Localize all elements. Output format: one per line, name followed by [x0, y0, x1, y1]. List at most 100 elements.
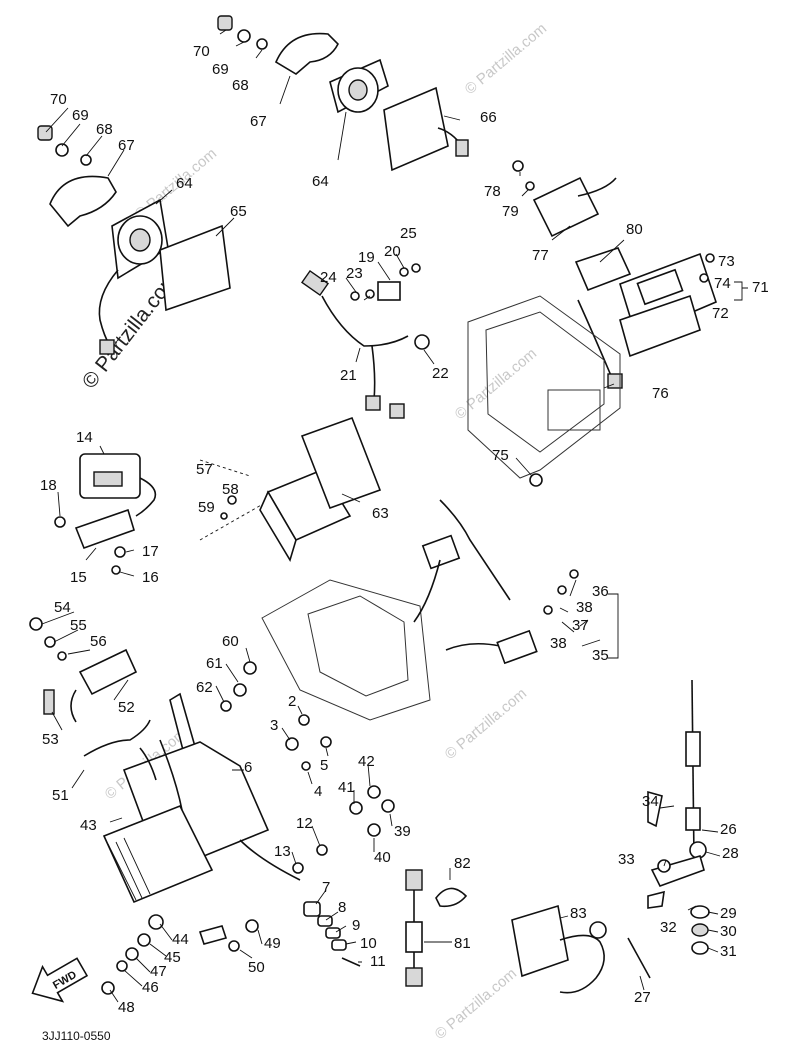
washer: [399, 267, 409, 277]
callout-55: 55: [70, 617, 87, 634]
grommet: [285, 737, 299, 751]
speaker-center: [129, 228, 151, 252]
callout-82: 82: [454, 855, 471, 872]
washer: [227, 495, 237, 505]
callout-24: 24: [320, 269, 337, 286]
clip: [198, 925, 228, 945]
callout-53: 53: [42, 731, 59, 748]
switch-unit: [377, 281, 401, 301]
callout-49: 49: [264, 935, 281, 952]
callout-64: 64: [176, 175, 193, 192]
console-shape: [467, 295, 621, 479]
antenna-mast: [691, 679, 695, 861]
speaker-cover: [274, 32, 339, 75]
callout-25: 25: [400, 225, 417, 242]
bolt: [101, 981, 115, 995]
callout-51: 51: [52, 787, 69, 804]
callout-52: 52: [118, 699, 135, 716]
callout-39: 39: [394, 823, 411, 840]
callout-6: 6: [244, 759, 252, 776]
callout-74: 74: [714, 275, 731, 292]
callout-71: 71: [752, 279, 769, 296]
washer: [228, 940, 240, 952]
callout-48: 48: [118, 999, 135, 1016]
callout-18: 18: [40, 477, 57, 494]
bolt: [111, 565, 121, 575]
speaker-cover: [49, 175, 117, 228]
relay-window: [93, 471, 123, 487]
washer: [525, 181, 535, 191]
washer: [367, 785, 381, 799]
callout-70: 70: [193, 43, 210, 60]
callout-29: 29: [720, 905, 737, 922]
nut: [217, 15, 233, 31]
callout-15: 15: [70, 569, 87, 586]
callout-41: 41: [338, 779, 355, 796]
regulator-wire: [413, 559, 441, 623]
callout-50: 50: [248, 959, 265, 976]
bracket-plate: [647, 890, 665, 909]
center-hardware: [220, 661, 395, 837]
ignitor-group: [29, 617, 151, 757]
switch-box: [496, 629, 538, 665]
speaker-center: [348, 79, 368, 101]
callout-44: 44: [172, 931, 189, 948]
fwd-arrow: FWD: [31, 957, 89, 1003]
left-speaker-group: [37, 125, 231, 355]
bolt: [512, 160, 524, 172]
bolt: [350, 291, 360, 301]
antenna-nut: [689, 841, 707, 859]
cable: [439, 499, 511, 601]
grommet: [381, 799, 395, 813]
grommet: [529, 473, 543, 487]
ecu-group: [199, 416, 382, 562]
grommet: [57, 651, 67, 661]
right-speaker-group: [217, 15, 469, 172]
grommet: [414, 334, 430, 350]
screw: [569, 569, 579, 579]
callout-70: 70: [50, 91, 67, 108]
callout-47: 47: [150, 963, 167, 980]
harness-wire: [321, 295, 409, 347]
meter-harness: [577, 299, 613, 379]
collar: [233, 683, 247, 697]
callout-80: 80: [626, 221, 643, 238]
washer: [292, 862, 304, 874]
collar: [243, 661, 257, 675]
fins: [107, 837, 151, 901]
watermark: © Partzilla.com: [462, 20, 550, 98]
callout-7: 7: [322, 879, 330, 896]
washer: [325, 927, 341, 939]
callout-34: 34: [642, 793, 659, 810]
nut: [691, 941, 709, 955]
collar: [114, 546, 126, 558]
antenna-lead: [627, 937, 651, 979]
callout-73: 73: [718, 253, 735, 270]
callout-78: 78: [484, 183, 501, 200]
box-43: [102, 804, 214, 904]
callout-72: 72: [712, 305, 729, 322]
antenna-group: [627, 679, 710, 979]
watermark: © Partzilla.com: [452, 345, 540, 423]
washer: [298, 714, 310, 726]
regulator: [421, 534, 461, 570]
cb-connector: [589, 921, 607, 939]
callout-68: 68: [232, 77, 249, 94]
frame-inner: [307, 595, 409, 697]
wire: [445, 642, 501, 651]
washer: [365, 289, 375, 299]
washer: [331, 939, 347, 951]
callout-16: 16: [142, 569, 159, 586]
drawing-code: 3JJ110-0550: [42, 1029, 111, 1043]
relay-wire: [135, 477, 157, 517]
callout-40: 40: [374, 849, 391, 866]
callout-19: 19: [358, 249, 375, 266]
callout-66: 66: [480, 109, 497, 126]
frame-plate: [261, 579, 431, 721]
washer: [557, 585, 567, 595]
connector: [455, 139, 469, 157]
callout-63: 63: [372, 505, 389, 522]
guide-line: [199, 459, 271, 541]
nut: [367, 823, 381, 837]
callout-labels: 70 69 68 67 64 66 70 69 68 67 64 65 78 7…: [40, 43, 769, 1016]
